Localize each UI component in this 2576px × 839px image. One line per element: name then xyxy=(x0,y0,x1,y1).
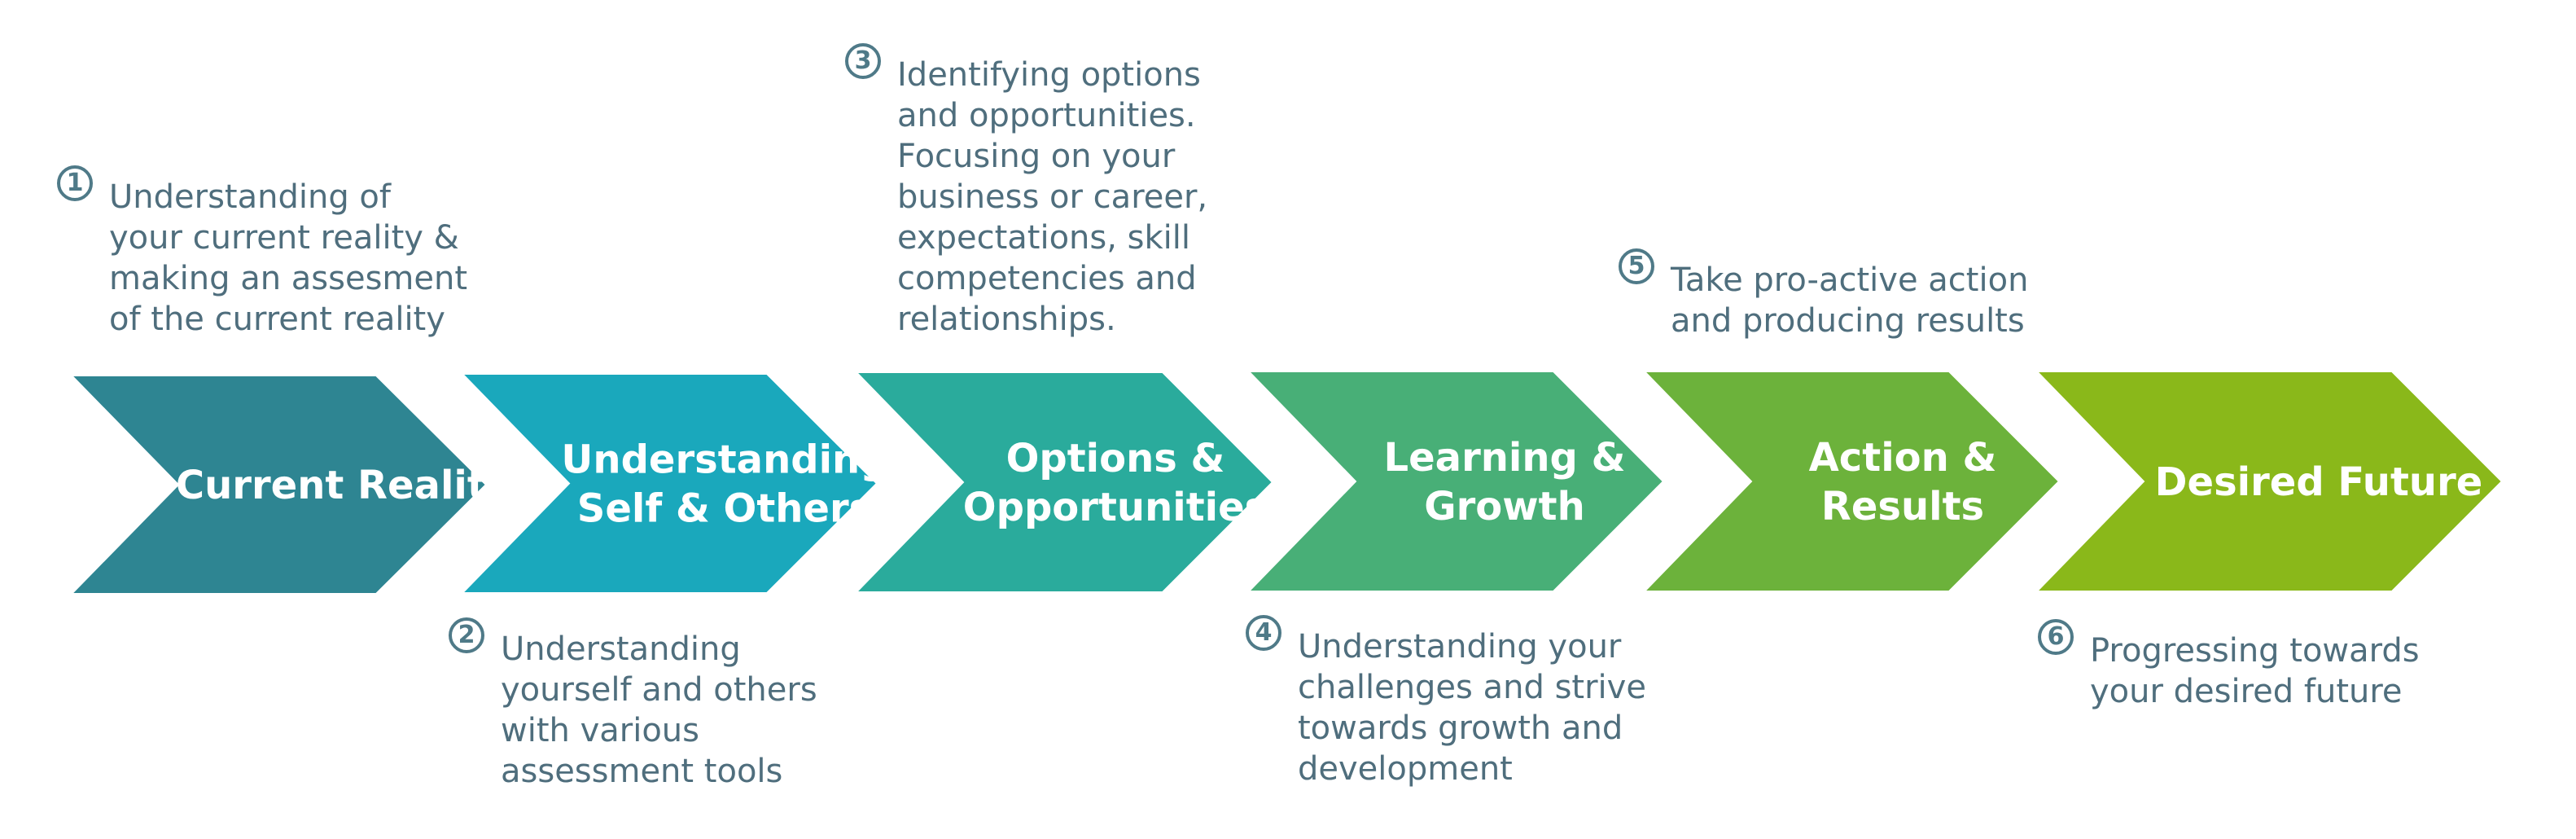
step-6-number-icon: 6 xyxy=(2038,619,2074,655)
step-2-description: Understanding yourself and others with v… xyxy=(501,630,817,790)
step-1-chevron xyxy=(50,367,499,603)
step-6-chevron xyxy=(2015,362,2515,600)
step-3-number-icon: 3 xyxy=(845,43,881,79)
step-5-label: Action &Results xyxy=(1809,435,1997,529)
step-5-description: Take pro-active action and producing res… xyxy=(1671,261,2029,340)
step-1-description: Understanding of your current reality & … xyxy=(109,178,468,338)
step-6-label: Desired Future xyxy=(2155,459,2483,505)
step-3-description: Identifying options and opportunities. F… xyxy=(897,56,1208,338)
step-4-number-icon: 4 xyxy=(1246,615,1281,651)
step-5-chevron xyxy=(1623,362,2072,600)
step-1-label: Current Reality xyxy=(176,463,511,508)
step-4-label: Learning &Growth xyxy=(1384,435,1626,529)
step-5-number-icon: 5 xyxy=(1619,248,1654,284)
step-1-number-icon: 1 xyxy=(57,165,93,201)
step-3-label: Options &Opportunities xyxy=(963,436,1268,530)
step-4-chevron xyxy=(1227,362,1676,600)
step-6-description: Progressing towards your desired future xyxy=(2090,632,2420,710)
step-3-chevron xyxy=(835,363,1286,601)
step-2-chevron xyxy=(440,365,890,602)
step-2-number-icon: 2 xyxy=(449,617,484,653)
step-4-description: Understanding your challenges and strive… xyxy=(1298,628,1646,788)
